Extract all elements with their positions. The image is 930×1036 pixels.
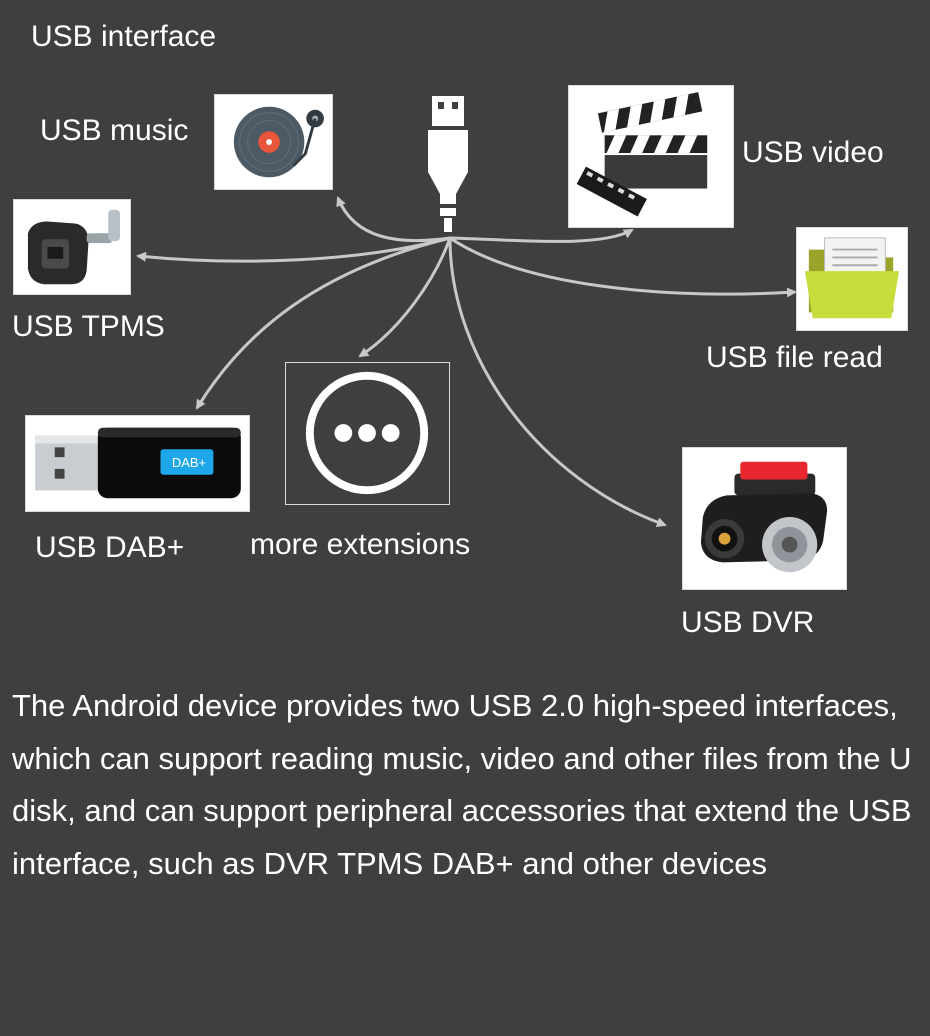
connector-video	[449, 228, 634, 243]
dashcam-icon	[683, 448, 846, 589]
connector-more	[358, 237, 452, 358]
dab-badge-text: DAB+	[171, 455, 207, 470]
connector-music	[336, 196, 451, 243]
card-usb-tpms	[13, 199, 131, 295]
label-usb-dvr: USB DVR	[681, 606, 815, 639]
card-usb-file-read	[796, 227, 908, 331]
clapperboard-icon	[569, 86, 733, 227]
label-usb-file-read: USB file read	[706, 341, 883, 374]
label-usb-video: USB video	[742, 136, 884, 169]
description-text: The Android device provides two USB 2.0 …	[12, 688, 912, 881]
more-icon	[305, 371, 429, 495]
connector-dab	[195, 236, 451, 410]
folder-icon	[797, 228, 907, 330]
usb-dongle-icon	[27, 416, 248, 511]
label-usb-music: USB music	[40, 114, 189, 147]
connector-dvr	[448, 237, 667, 527]
usb-plug-icon	[420, 94, 476, 234]
diagram-title: USB interface	[31, 20, 217, 53]
connector-tpms	[136, 236, 451, 263]
card-usb-dvr	[682, 447, 847, 590]
connector-file-read	[449, 236, 797, 298]
label-usb-dab: USB DAB+	[35, 531, 185, 564]
card-usb-music	[214, 94, 333, 190]
card-usb-video	[568, 85, 734, 228]
label-more-extensions: more extensions	[250, 528, 471, 561]
tire-pressure-sensor-icon	[14, 200, 130, 294]
card-more-extensions	[285, 362, 450, 505]
label-usb-tpms: USB TPMS	[12, 310, 165, 343]
turntable-icon	[215, 95, 332, 189]
card-usb-dab: DAB+	[25, 415, 250, 512]
